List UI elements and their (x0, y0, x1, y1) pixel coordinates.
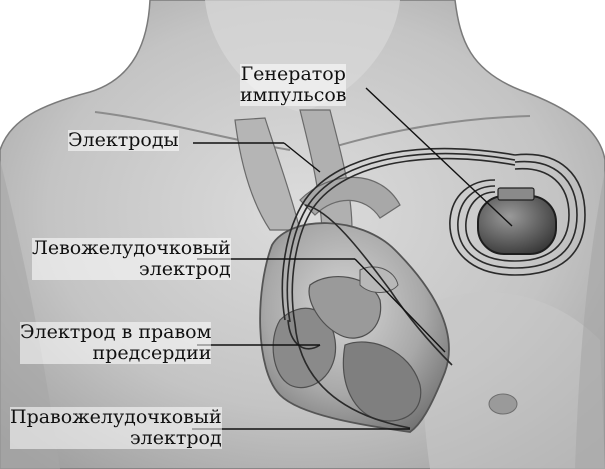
left-ventricular-label-line2: электрод (32, 259, 231, 280)
generator-label: Генератор импульсов (240, 64, 346, 106)
right-atrium-label: Электрод в правом предсердии (20, 322, 211, 364)
nipple (489, 394, 517, 414)
left-ventricular-label: Левожелудочковый электрод (32, 238, 231, 280)
right-atrium-label-line1: Электрод в правом (20, 322, 211, 343)
right-ventricular-label-line1: Правожелудочковый (10, 407, 222, 428)
left-ventricular-label-line1: Левожелудочковый (32, 238, 231, 259)
electrodes-label: Электроды (68, 130, 179, 151)
right-ventricular-label-line2: электрод (10, 428, 222, 449)
generator-label-line2: импульсов (240, 85, 346, 106)
right-atrium-label-line2: предсердии (20, 343, 211, 364)
generator-label-line1: Генератор (240, 64, 346, 85)
electrodes-label-line1: Электроды (68, 130, 179, 151)
right-ventricular-label: Правожелудочковый электрод (10, 407, 222, 449)
